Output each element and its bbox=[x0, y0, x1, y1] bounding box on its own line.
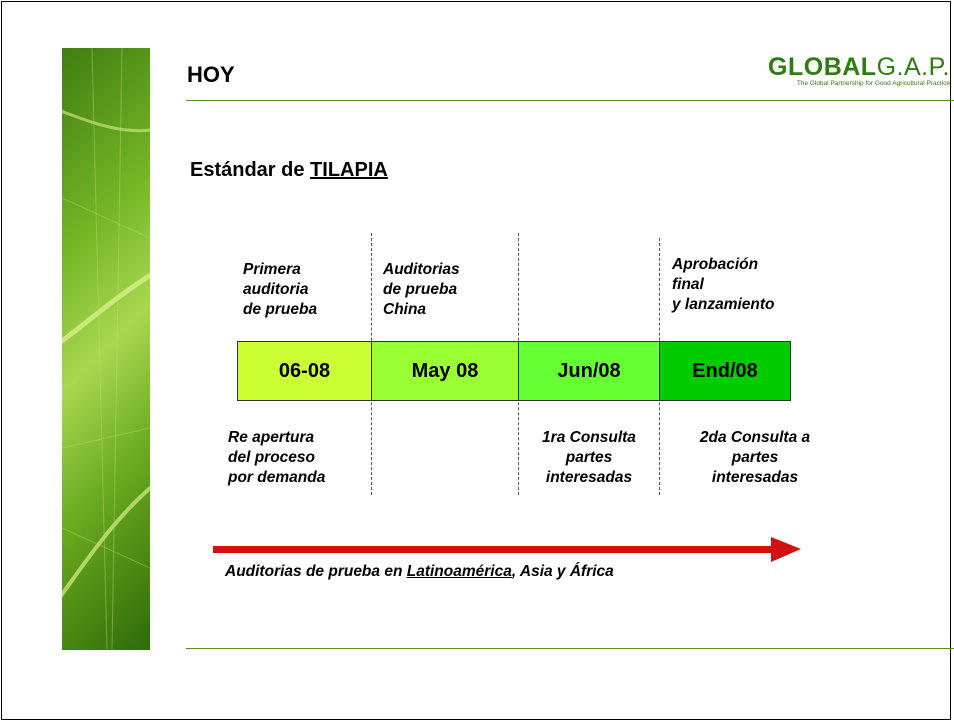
globalgap-logo: GLOBALG.A.P. The Global Partnership for … bbox=[730, 54, 950, 88]
period-end-08: End/08 bbox=[659, 341, 791, 401]
period-06-08: 06-08 bbox=[237, 341, 372, 401]
footer-divider bbox=[186, 648, 954, 649]
logo-tagline: The Global Partnership for Good Agricult… bbox=[796, 80, 950, 87]
subtitle-prefix: Estándar de bbox=[190, 159, 311, 181]
standard-subtitle: Estándar de TILAPIA bbox=[190, 159, 388, 182]
logo-rest: G.A.P. bbox=[876, 53, 950, 81]
label-re-apertura: Re apertura del proceso por demanda bbox=[228, 429, 326, 486]
slide-title: HOY bbox=[187, 62, 235, 87]
logo-bold: GLOBAL bbox=[768, 53, 877, 81]
arrow-head bbox=[771, 537, 801, 562]
period-may-08: May 08 bbox=[371, 341, 519, 401]
label-2da-consulta: 2da Consulta a partes interesadas bbox=[699, 429, 811, 486]
arrow-caption: Auditorias de prueba en Latinoamérica, A… bbox=[225, 563, 614, 580]
arrow-shaft bbox=[213, 546, 773, 553]
label-primera-auditoria: Primera auditoria de prueba bbox=[243, 261, 318, 318]
subtitle-tilapia: TILAPIA bbox=[310, 159, 388, 181]
leaf-image bbox=[62, 48, 150, 650]
label-auditorias-china: Auditorias de prueba China bbox=[383, 261, 460, 318]
label-1ra-consulta: 1ra Consulta partes interesadas bbox=[542, 429, 636, 486]
header-divider bbox=[186, 100, 954, 101]
period-jun-08: Jun/08 bbox=[518, 341, 660, 401]
label-aprobacion-final: Aprobación final y lanzamiento bbox=[672, 256, 775, 313]
